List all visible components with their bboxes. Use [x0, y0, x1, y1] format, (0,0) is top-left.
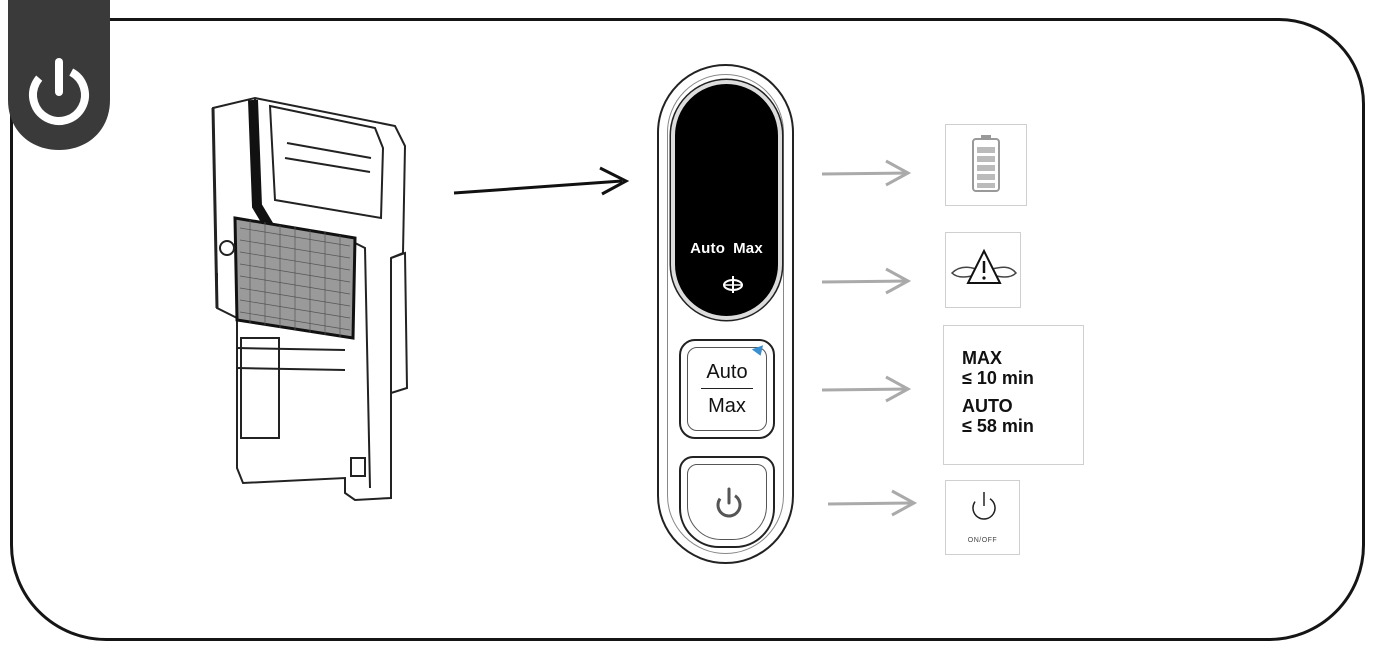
power-icon [972, 492, 996, 520]
battery-indicator-box [945, 124, 1027, 206]
runtime-max-label: MAX [962, 348, 1002, 368]
power-icon [716, 487, 742, 518]
runtime-text: MAX ≤ 10 min AUTO ≤ 58 min [962, 348, 1034, 436]
power-tab-icon [8, 0, 110, 150]
instruction-frame [10, 18, 1365, 641]
battery-level-icon [972, 135, 1000, 192]
mode-button-auto-label: Auto [706, 361, 748, 383]
arrow-to-onoff [827, 489, 918, 517]
arrow-to-warning [821, 267, 912, 295]
runtime-auto-label: AUTO [962, 396, 1013, 416]
vacuum-handheld-illustration [211, 96, 409, 502]
arrow-to-battery [821, 159, 912, 187]
mode-divider [701, 388, 753, 389]
onoff-label: ON/OFF [967, 537, 998, 544]
runtime-auto-value: ≤ 58 min [962, 416, 1034, 436]
runtime-max-value: ≤ 10 min [962, 368, 1034, 388]
fan-icon [723, 276, 743, 293]
brush-blocked-warning-icon [950, 248, 1017, 284]
warning-indicator-box [945, 232, 1021, 308]
power-button-inner [687, 464, 767, 540]
mode-button-inner [687, 347, 767, 431]
runtime-box: MAX ≤ 10 min AUTO ≤ 58 min [943, 325, 1084, 465]
mode-button-max-label: Max [708, 395, 746, 417]
power-button[interactable] [679, 456, 775, 548]
arrow-to-runtime [821, 375, 912, 403]
display-screen: Auto Max [671, 80, 782, 320]
display-auto-label: Auto [690, 240, 726, 257]
mode-button[interactable]: Auto Max [679, 339, 775, 439]
display-mode-text: Auto Max [675, 240, 778, 257]
display-max-label: Max [733, 240, 763, 257]
panel-inner-outline [667, 74, 784, 554]
pointer-arrow [453, 166, 630, 196]
onoff-indicator-box: ON/OFF [945, 480, 1020, 555]
